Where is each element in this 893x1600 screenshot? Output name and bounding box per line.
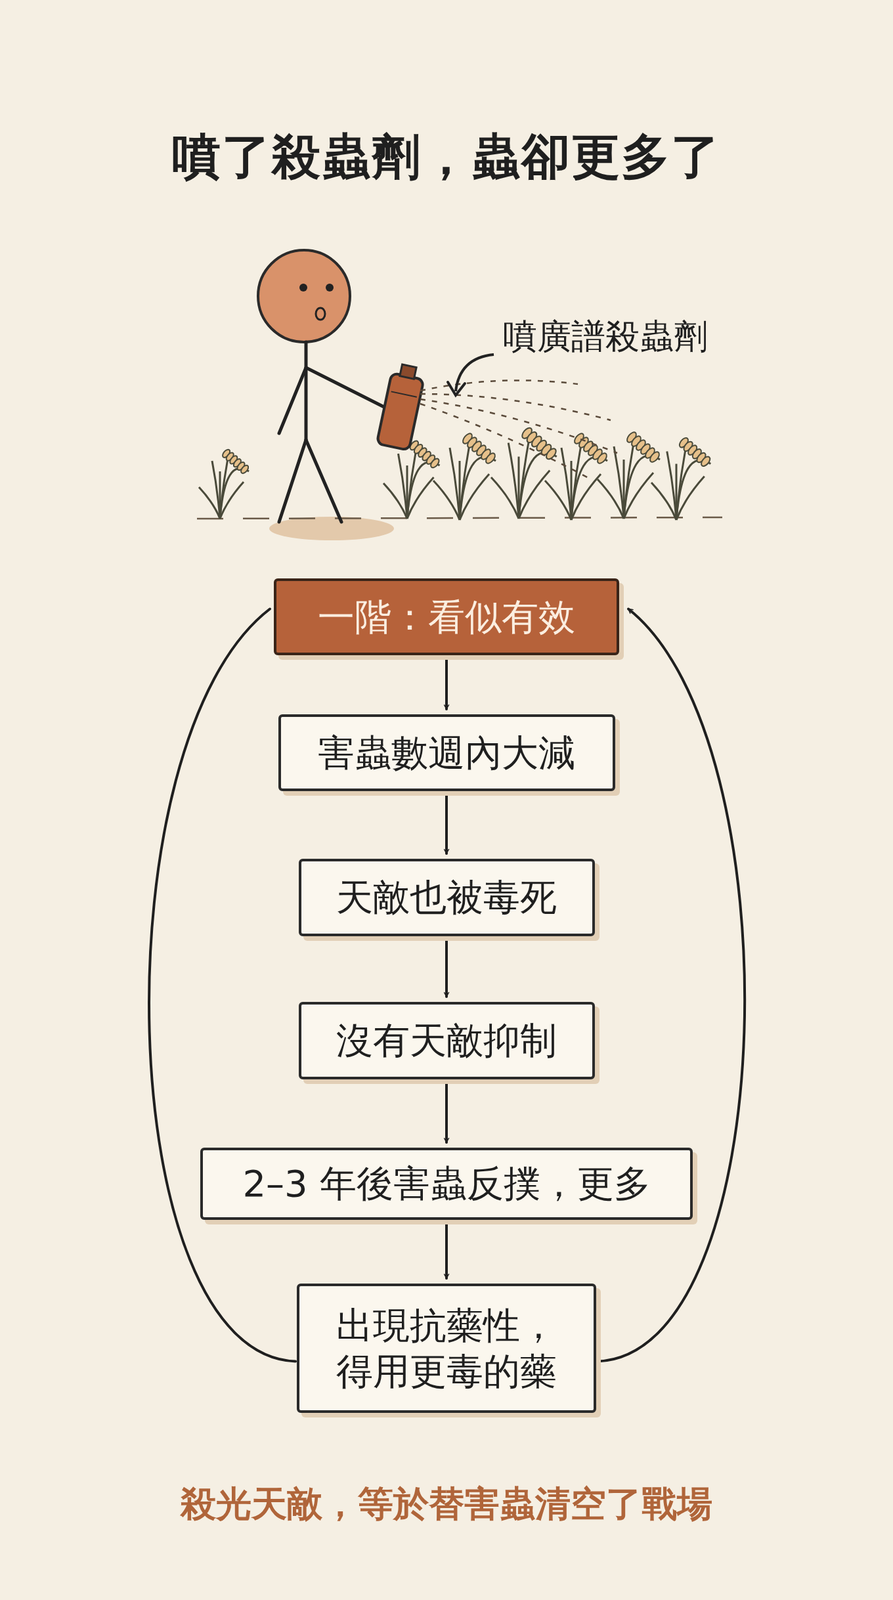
- rice-leaf: [676, 476, 705, 521]
- rice-plant: [651, 436, 712, 521]
- rice-stalk: [571, 457, 608, 521]
- rice-leaf: [449, 447, 460, 521]
- title: 噴了殺蟲劑，蟲卻更多了: [0, 124, 893, 191]
- flow-arrow: [597, 609, 745, 1362]
- process-box: 天敵也被毒死: [298, 858, 595, 937]
- rice-grain: [239, 464, 250, 475]
- rice-grain: [483, 451, 497, 465]
- rice-leaf: [623, 472, 654, 519]
- leader-arrowhead: [447, 382, 465, 396]
- ground-shadow: [269, 516, 394, 541]
- rice-leaf: [219, 481, 244, 519]
- rice-leaf: [518, 470, 550, 520]
- spray-can: [376, 362, 427, 451]
- rice-grain: [699, 455, 712, 468]
- mouth: [315, 307, 326, 320]
- box-text: 天敵也被毒死: [336, 874, 557, 921]
- rice-stalk: [676, 460, 711, 521]
- rice-leaf: [571, 474, 601, 521]
- rice-stalk: [219, 468, 249, 519]
- rice-leaf: [398, 453, 408, 519]
- flow-arrow: [445, 793, 448, 854]
- spray-mist: [420, 380, 618, 480]
- rice-plant: [383, 439, 441, 519]
- rice-leaf: [212, 460, 220, 519]
- rice-plants: [198, 426, 712, 521]
- process-box: 出現抗藥性， 得用更毒的藥: [296, 1283, 597, 1414]
- rice-stalk: [459, 457, 496, 521]
- rice-plant: [544, 432, 609, 521]
- process-box: 沒有天敵抑制: [298, 1001, 595, 1080]
- rice-grain: [648, 450, 661, 464]
- flow-arrow: [445, 657, 448, 710]
- arm: [279, 367, 306, 434]
- eye: [325, 283, 334, 292]
- flow-arrow: [445, 938, 448, 997]
- rice-leaf: [667, 451, 677, 521]
- body: [304, 342, 308, 440]
- process-box: 害蟲數週內大減: [278, 714, 616, 792]
- head: [258, 250, 350, 343]
- leg: [305, 439, 342, 523]
- rice-leaf: [459, 474, 490, 521]
- leg: [279, 439, 306, 523]
- rice-leaf: [613, 446, 624, 519]
- box-text: 一階：看似有效: [317, 594, 576, 641]
- rice-leaf: [561, 447, 572, 521]
- rice-stalk: [518, 452, 557, 519]
- flow-arrow: [445, 1222, 448, 1279]
- box-text: 害蟲數週內大減: [317, 730, 576, 777]
- flow-arrow: [445, 1082, 448, 1143]
- rice-grain: [429, 457, 441, 469]
- rice-plant: [491, 426, 558, 519]
- process-box: 2–3 年後害蟲反撲，更多: [200, 1147, 693, 1220]
- arm: [305, 367, 391, 411]
- eye: [299, 283, 308, 292]
- step-box-highlight: 一階：看似有效: [273, 578, 620, 656]
- callout-label: 噴廣譜殺蟲劑: [502, 313, 708, 360]
- rice-leaf: [508, 443, 519, 520]
- box-text: 沒有天敵抑制: [336, 1017, 557, 1064]
- rice-plant: [198, 448, 250, 519]
- rice-grain: [595, 451, 609, 465]
- rice-plant: [597, 430, 662, 519]
- loop-line: [149, 609, 296, 1362]
- rice-stalk: [407, 462, 440, 519]
- rice-plant: [433, 432, 498, 521]
- box-text: 出現抗藥性， 得用更毒的藥: [323, 1302, 570, 1395]
- rice-leaf: [407, 477, 435, 519]
- caption: 殺光天敵，等於替害蟲清空了戰場: [0, 1480, 893, 1529]
- box-text: 2–3 年後害蟲反撲，更多: [242, 1160, 651, 1207]
